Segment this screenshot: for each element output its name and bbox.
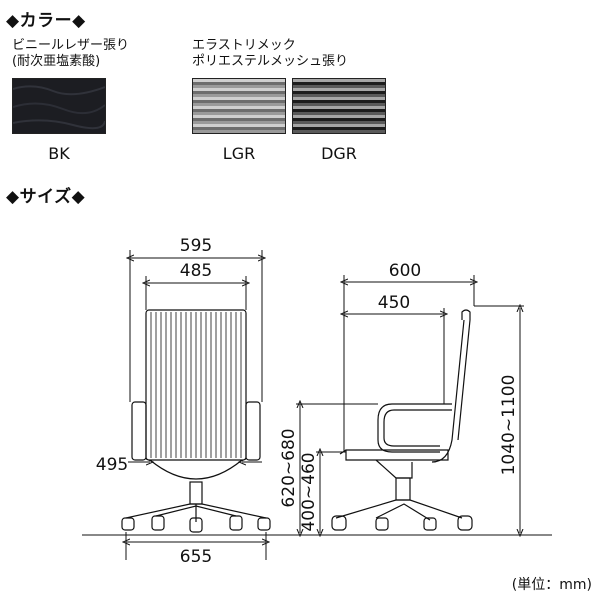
swatch-dgr-code: DGR xyxy=(321,144,357,163)
dim-total-height: 1040~1100 xyxy=(499,375,519,476)
swatch-dgr xyxy=(292,78,386,134)
side-view-chair xyxy=(331,309,473,531)
front-view-chair xyxy=(121,309,271,533)
material-vinyl-line2: (耐次亜塩素酸) xyxy=(12,54,101,69)
dim-side-depth: 600 xyxy=(389,261,421,281)
swatch-lgr xyxy=(192,78,286,134)
swatch-bk xyxy=(12,78,106,134)
swatch-bk-code: BK xyxy=(48,144,70,163)
material-vinyl-line1: ビニールレザー張り xyxy=(12,38,130,53)
swatch-lgr-code: LGR xyxy=(222,144,256,163)
material-mesh-line1: エラストリメック xyxy=(192,38,296,53)
dim-seat-width: 495 xyxy=(96,455,128,475)
unit-label: (単位：mm) xyxy=(511,577,592,593)
dim-seat-depth: 450 xyxy=(378,293,410,313)
material-mesh-line2: ポリエステルメッシュ張り xyxy=(192,54,349,69)
dim-seat-height: 400~460 xyxy=(299,452,319,531)
color-heading: ◆カラー◆ xyxy=(6,11,86,31)
material-mesh-label: エラストリメック ポリエステルメッシュ張り xyxy=(192,38,348,70)
dim-front-total-width: 595 xyxy=(180,236,212,256)
size-heading: ◆サイズ◆ xyxy=(6,187,86,207)
dim-base-width: 655 xyxy=(180,547,212,567)
material-vinyl-label: ビニールレザー張り (耐次亜塩素酸) xyxy=(12,38,129,70)
dim-back-width: 485 xyxy=(180,261,212,281)
dim-arm-height: 620~680 xyxy=(279,428,299,507)
